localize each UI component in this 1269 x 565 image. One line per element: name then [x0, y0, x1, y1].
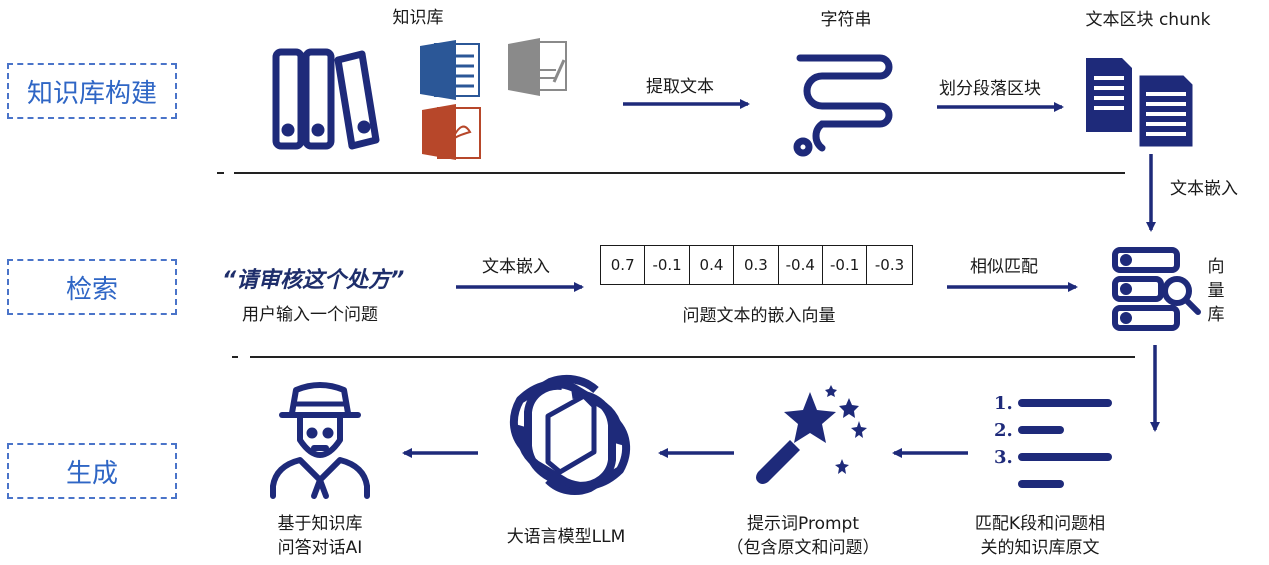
docs-label: 知识库: [392, 8, 444, 28]
txt-file-icon: [508, 38, 567, 96]
list-number-3: 3.: [994, 447, 1013, 468]
chunk-documents-icon: [1086, 58, 1196, 150]
vector-cell: -0.1: [823, 246, 868, 284]
vector-cell: 0.7: [601, 246, 646, 284]
prompt-label-line1: 提示词Prompt: [747, 514, 859, 534]
vector-caption: 问题文本的嵌入向量: [682, 306, 836, 326]
split-chunks-label: 划分段落区块: [939, 79, 1041, 99]
vector-cell: -0.3: [874, 256, 905, 274]
word-file-icon: [420, 40, 480, 100]
stage-retrieve: 检索: [7, 259, 177, 315]
binders-icon: [272, 48, 380, 150]
ai-label-line2: 问答对话AI: [277, 538, 363, 558]
detective-person-icon: [270, 382, 370, 499]
embed-down-label: 文本嵌入: [1170, 179, 1238, 199]
magic-wand-icon: [756, 385, 867, 484]
vector-cell: 0.3: [734, 246, 779, 284]
list-number-1: 1.: [994, 393, 1013, 414]
vector-database-icon: [1112, 247, 1201, 331]
similarity-match-label: 相似匹配: [970, 257, 1038, 277]
vector-db-label: 向量库: [1207, 257, 1225, 325]
list-icon: [1018, 399, 1112, 488]
query-embed-label: 文本嵌入: [482, 257, 550, 277]
stage-generate: 生成: [7, 443, 177, 499]
vector-cell: -0.1: [645, 246, 690, 284]
embedding-vector: 0.7 -0.1 0.4 0.3 -0.4 -0.1 -0.3: [600, 245, 913, 285]
llm-label: 大语言模型LLM: [506, 527, 626, 547]
llm-knot-icon: [509, 374, 631, 496]
vector-cell: -0.4: [779, 246, 823, 284]
matched-text-line2: 关的知识库原文: [980, 538, 1100, 558]
string-label: 字符串: [820, 10, 872, 30]
extract-text-label: 提取文本: [646, 77, 714, 97]
prompt-label-line2: （包含原文和问题）: [726, 538, 880, 558]
matched-text-line1: 匹配K段和问题相: [974, 514, 1106, 534]
stage-build: 知识库构建: [7, 63, 177, 119]
ppt-file-icon: [422, 104, 481, 160]
ai-label-line1: 基于知识库: [277, 514, 363, 534]
user-query-text: “请审核这个处方”: [222, 268, 405, 293]
vector-cell: 0.4: [690, 246, 735, 284]
chunk-label: 文本区块 chunk: [1085, 10, 1211, 30]
prompt-label: 提示词Prompt （包含原文和问题）: [727, 512, 880, 560]
list-numbers: 1. 2. 3.: [994, 393, 1013, 468]
matched-text-label: 匹配K段和问题相 关的知识库原文: [975, 512, 1105, 560]
string-icon: [793, 54, 893, 157]
ai-label: 基于知识库 问答对话AI: [278, 512, 363, 560]
user-query-caption: 用户输入一个问题: [242, 305, 378, 325]
list-number-2: 2.: [994, 420, 1013, 441]
